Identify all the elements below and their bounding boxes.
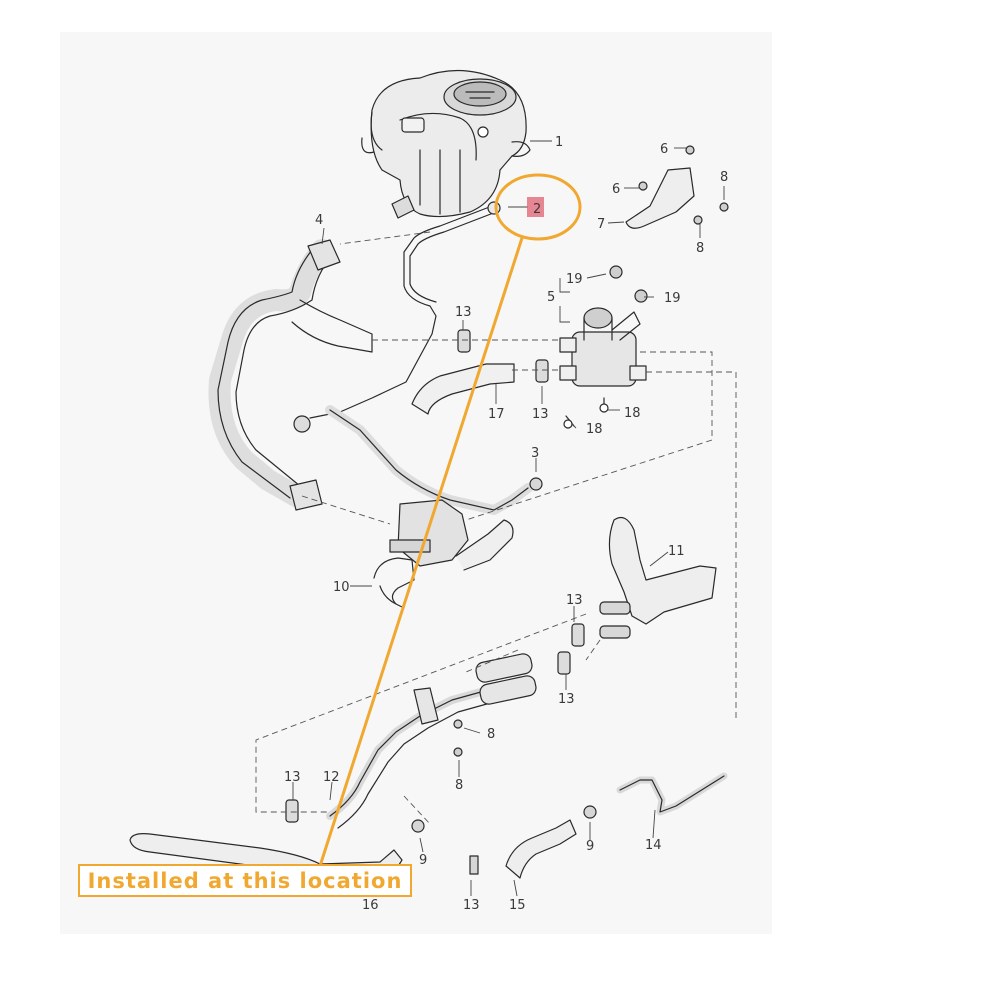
part-label-17: 17 — [488, 407, 505, 422]
part-label-5: 5 — [547, 290, 555, 305]
part-label-8a: 8 — [720, 170, 728, 185]
part-label-16: 16 — [362, 898, 379, 913]
part-label-6b: 6 — [612, 182, 620, 197]
coolant-hose-4 — [208, 239, 373, 511]
part-label-1: 1 — [555, 135, 563, 150]
callout-leaders — [292, 140, 725, 897]
part-label-7: 7 — [597, 217, 605, 232]
installation-callout-text: Installed at this location — [87, 868, 403, 893]
part-label-8b: 8 — [696, 241, 704, 256]
part-label-4: 4 — [315, 213, 323, 228]
coolant-valve-5 — [559, 265, 648, 429]
part-label-18a: 18 — [586, 422, 603, 437]
part-label-8d: 8 — [455, 778, 463, 793]
highlight-pointer-line — [318, 237, 524, 867]
coolant-expansion-tank — [361, 69, 531, 219]
part-label-13b: 13 — [532, 407, 549, 422]
part-label-13a: 13 — [455, 305, 472, 320]
part-label-13e: 13 — [284, 770, 301, 785]
assembly-reference-lines — [255, 231, 737, 825]
coolant-pump-assembly-10 — [373, 477, 543, 609]
coolant-hose-11 — [599, 517, 717, 639]
part-label-8c: 8 — [487, 727, 495, 742]
highlight-circle — [494, 173, 582, 241]
coolant-hose-15 — [469, 819, 577, 879]
installation-callout-box: Installed at this location — [78, 864, 412, 897]
part-label-19b: 19 — [664, 291, 681, 306]
part-label-6a: 6 — [660, 142, 668, 157]
hose-clamps-13 — [285, 329, 585, 823]
part-label-13d: 13 — [558, 692, 575, 707]
part-label-10: 10 — [333, 580, 350, 595]
part-label-18b: 18 — [624, 406, 641, 421]
coolant-pipe-14 — [583, 772, 728, 819]
part-label-13c: 13 — [566, 593, 583, 608]
mounting-bracket-7 — [625, 145, 729, 229]
part-label-15: 15 — [509, 898, 526, 913]
vent-line — [293, 201, 533, 515]
part-label-9a: 9 — [586, 839, 594, 854]
part-label-3: 3 — [531, 446, 539, 461]
part-label-19a: 19 — [566, 272, 583, 287]
part-label-2-highlighted: 2 — [533, 202, 541, 217]
part-label-9b: 9 — [419, 853, 427, 868]
highlight-marker — [527, 197, 544, 217]
part-label-11: 11 — [668, 544, 685, 559]
part-number-labels: 2 1 3 4 5 6 6 7 8 8 8 8 9 9 10 11 12 13 … — [284, 135, 728, 913]
installation-highlight — [318, 173, 582, 867]
part-label-12: 12 — [323, 770, 340, 785]
part-label-13f: 13 — [463, 898, 480, 913]
part-label-14: 14 — [645, 838, 662, 853]
coolant-hose-17 — [411, 363, 515, 415]
